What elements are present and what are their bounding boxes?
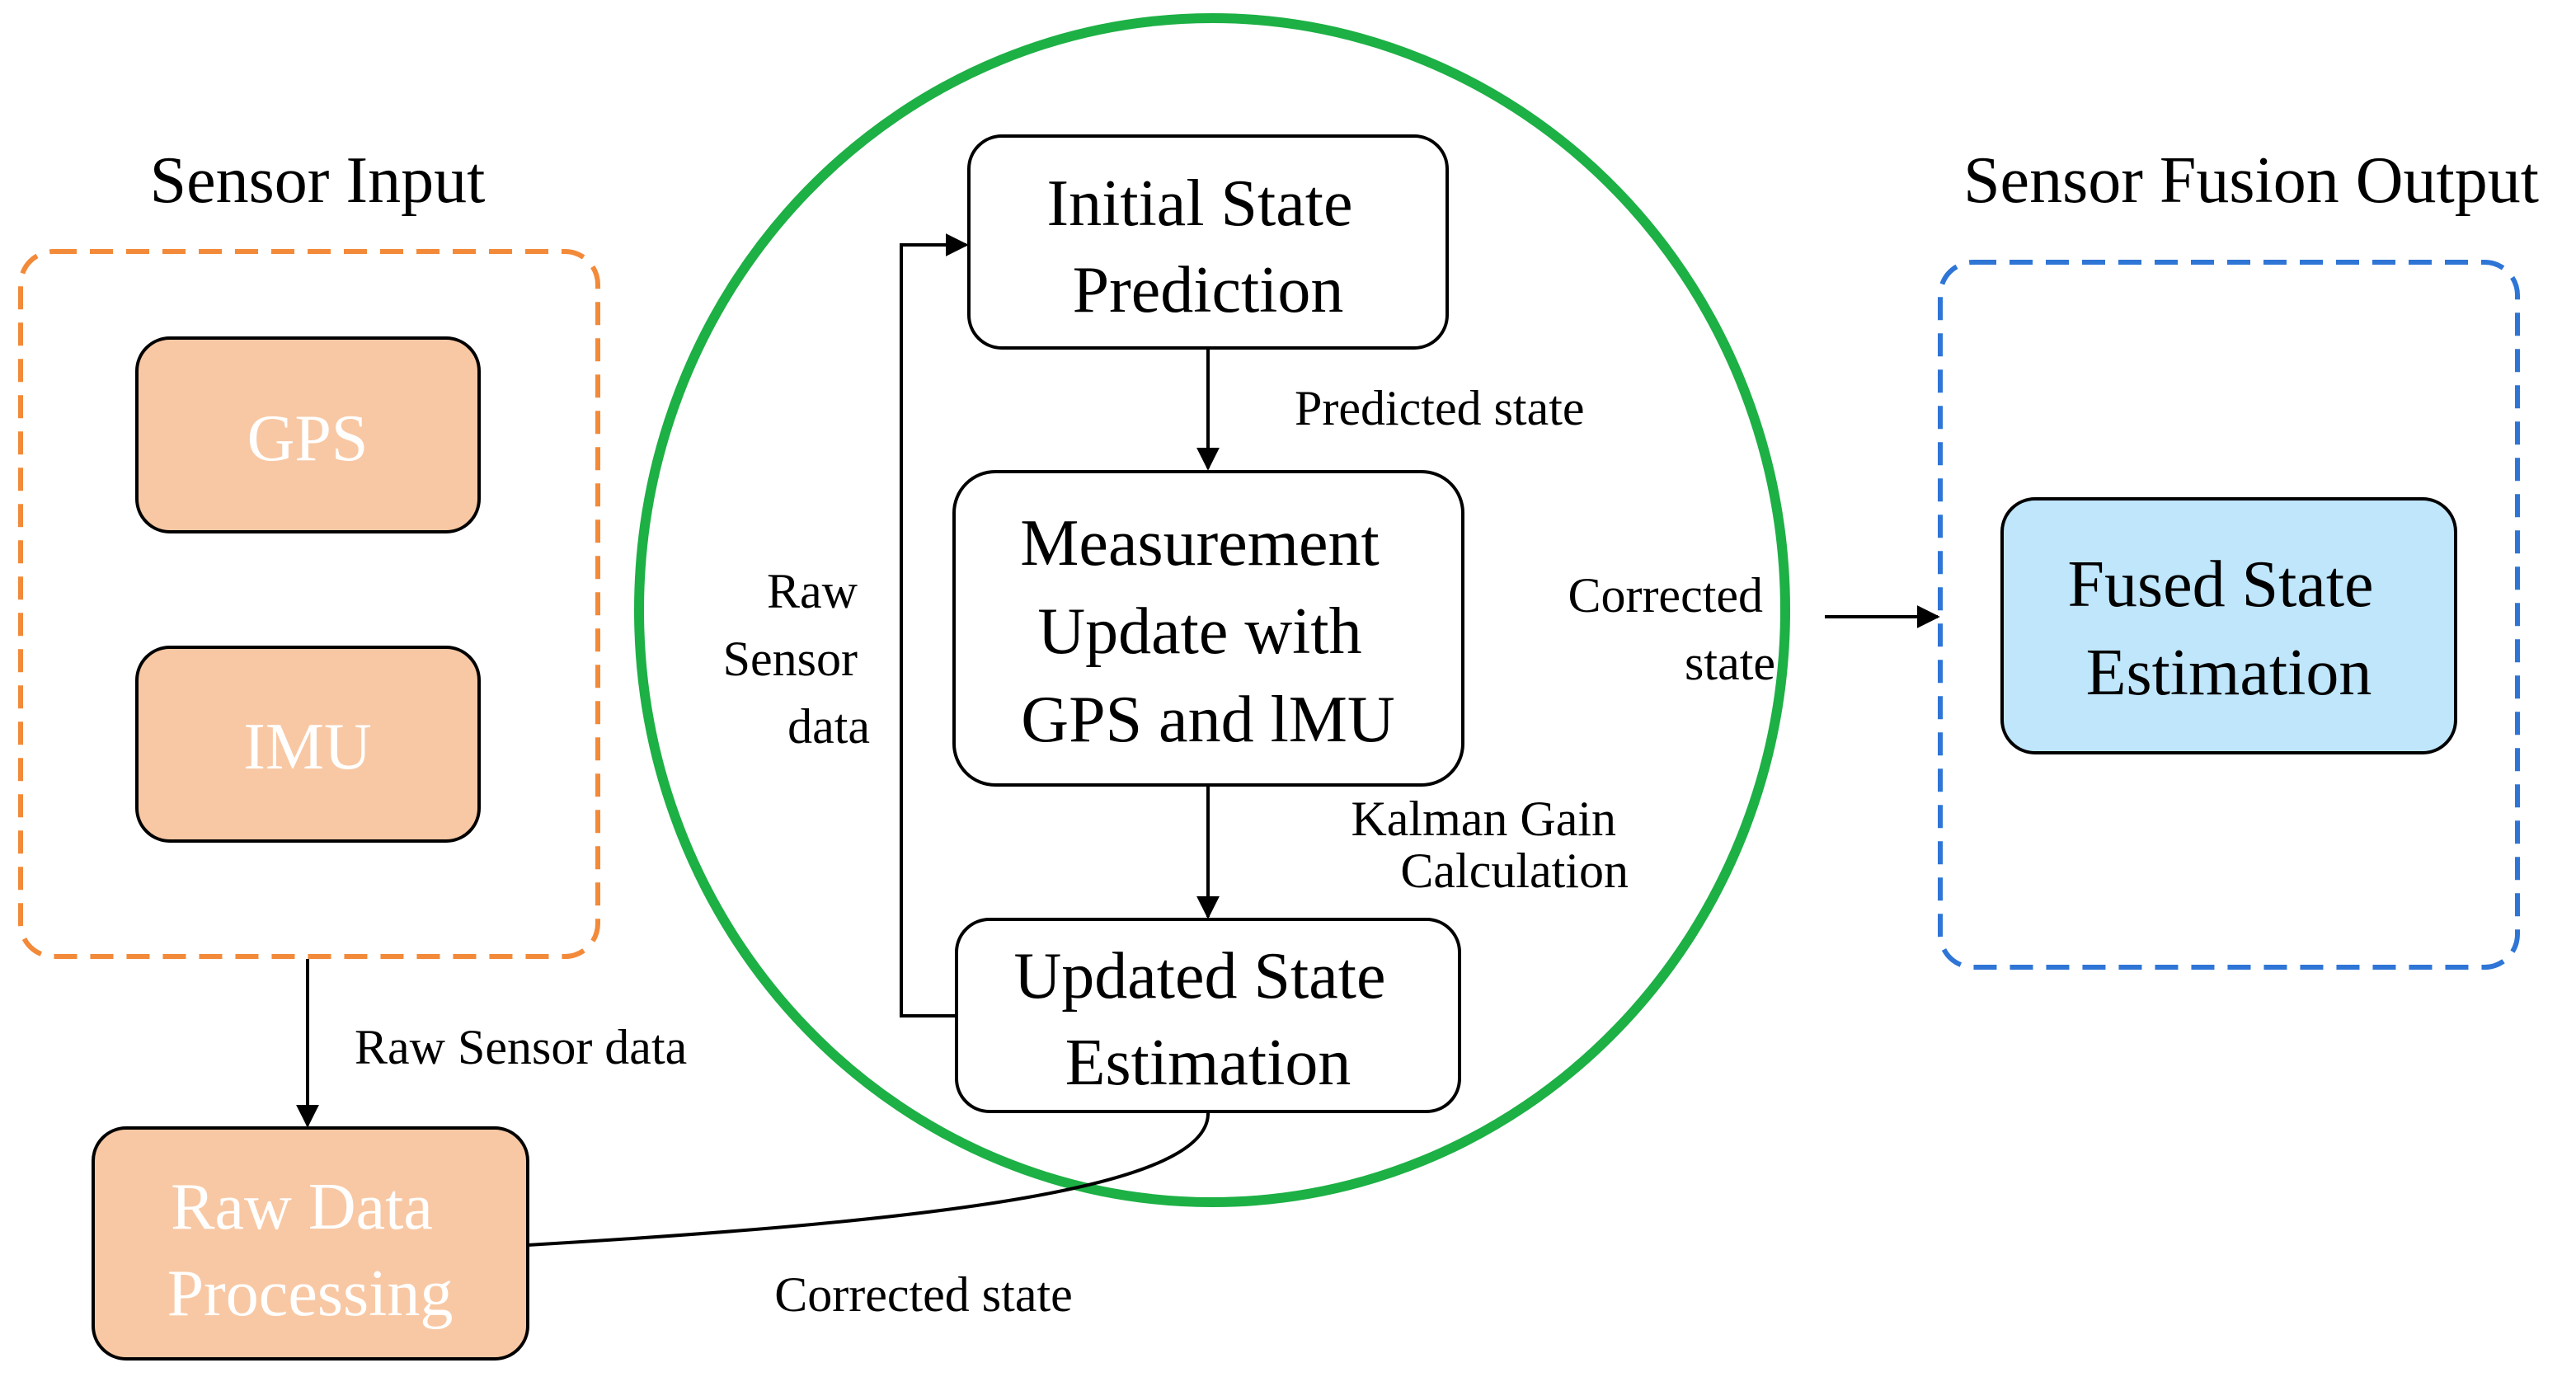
corrected-state-right-label: Corrected state	[1568, 568, 1775, 690]
imu-label: IMU	[243, 711, 372, 783]
loop-raw-sensor-data-label: Raw Sensor data	[723, 564, 870, 754]
raw-sensor-data-label: Raw Sensor data	[355, 1020, 687, 1074]
updated-state-estimation-label: Updated State Estimation	[1014, 940, 1403, 1099]
predicted-state-label: Predicted state	[1295, 381, 1585, 435]
raw-data-processing-label: Raw Data Processing	[167, 1171, 454, 1330]
imu-box	[135, 646, 481, 843]
sensor-fusion-output-container	[1938, 260, 2520, 970]
gps-label: GPS	[247, 402, 369, 475]
sensor-fusion-output-title: Sensor Fusion Output	[1963, 144, 2539, 217]
initial-state-prediction-label: Initial State Prediction	[1046, 167, 1369, 327]
kalman-gain-label: Kalman Gain Calculation	[1351, 792, 1629, 898]
sensor-input-container	[18, 249, 600, 959]
measurement-update-label: Measurement Update with GPS and lMU	[1020, 507, 1395, 756]
corrected-state-curve	[527, 1111, 1210, 1247]
fused-state-estimation-label: Fused State Estimation	[2067, 548, 2390, 709]
gps-box	[135, 336, 481, 533]
kalman-filter-circle	[634, 13, 1790, 1207]
corrected-state-bottom-label: Corrected state	[774, 1267, 1073, 1322]
fused-state-estimation-box	[2000, 497, 2457, 754]
sensor-input-title: Sensor Input	[150, 144, 486, 217]
feedback-loop-arrow	[900, 233, 969, 1017]
